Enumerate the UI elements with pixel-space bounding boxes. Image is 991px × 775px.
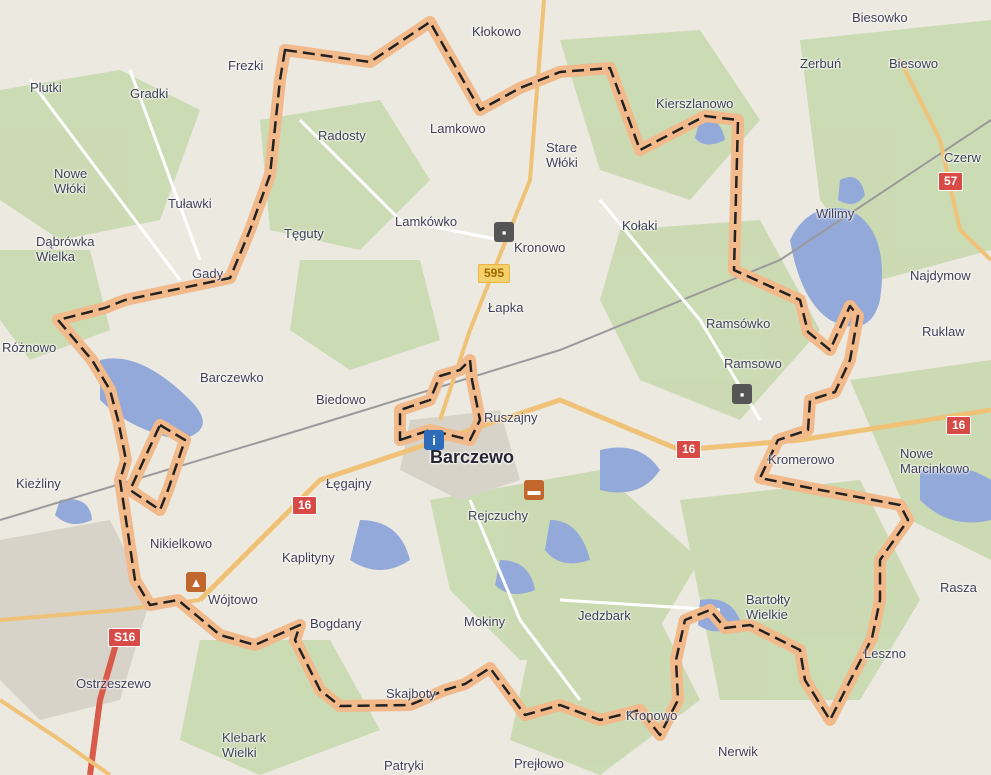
place-label-klebark_maly: Kieżliny	[16, 476, 61, 491]
road-shield-r16c: 16	[292, 496, 318, 515]
place-label-wilimy: Wilimy	[816, 206, 855, 221]
place-label-biesowko: Biesowko	[852, 10, 908, 25]
place-label-lamkowo: Lamkowo	[430, 121, 486, 136]
info-icon[interactable]: i	[424, 430, 444, 450]
commune-boundary	[52, 16, 914, 741]
place-label-ruklawki: Ruklaw	[922, 324, 965, 339]
place-label-klokowo: Kłokowo	[472, 24, 522, 39]
place-label-jedzbark: Jedzbark	[578, 608, 631, 623]
place-label-najdymowo: Najdymow	[910, 268, 971, 283]
place-label-gradki: Gradki	[130, 86, 169, 101]
lakes	[55, 119, 991, 632]
place-label-legajny: Łęgajny	[326, 476, 372, 491]
road-shield-r57: 57	[938, 172, 964, 191]
place-label-tulawki: Tuławki	[168, 196, 212, 211]
place-label-ramsowko: Ramsówko	[706, 316, 771, 331]
place-label-skajboty: Skajboty	[386, 686, 436, 701]
road-shield-r595: 595	[478, 264, 511, 283]
place-label-prejlowo: Prejłowo	[514, 756, 564, 771]
place-label-lamkowko: Lamkówko	[395, 214, 458, 229]
place-label-kolaki: Kołaki	[622, 218, 658, 233]
place-label-klonowo: Kronowo	[514, 240, 566, 255]
place-label-nerwik: Nerwik	[718, 744, 758, 759]
road-shield-r16b: 16	[946, 416, 972, 435]
place-label-gady: Gady	[192, 266, 224, 281]
place-label-frezki: Frezki	[228, 58, 264, 73]
place-label-radosty: Radosty	[318, 128, 366, 143]
place-label-kromerowo: Kromerowo	[768, 452, 835, 467]
place-label-teguty: Tęguty	[284, 226, 324, 241]
place-label-barczewko: Barczewko	[200, 370, 264, 385]
place-label-czerw: Czerw	[944, 150, 981, 165]
place-label-kaplityny: Kaplityny	[282, 550, 335, 565]
place-label-ramsowo: Ramsowo	[724, 356, 782, 371]
place-label-wojtowo: Wójtowo	[208, 592, 258, 607]
forest-areas	[0, 20, 991, 775]
place-label-ostrzeszewo: Ostrzeszewo	[76, 676, 152, 691]
camp-icon[interactable]: ▲	[186, 572, 206, 592]
place-label-plutki: Plutki	[30, 80, 62, 95]
place-label-kronowko: Kronowo	[626, 708, 678, 723]
place-label-rejczuchy: Rejczuchy	[468, 508, 528, 523]
place-label-leszno: Leszno	[864, 646, 906, 661]
road-shield-rs16: S16	[108, 628, 142, 647]
place-label-mokiny: Mokiny	[464, 614, 506, 629]
railway-line	[0, 119, 991, 521]
place-label-bogdany: Bogdany	[310, 616, 362, 631]
place-label-roznowo: Różnowo	[2, 340, 57, 355]
rail-station-icon[interactable]: ▪	[732, 384, 752, 404]
place-label-barczewo: Barczewo	[430, 447, 515, 467]
place-label-biedowo: Biedowo	[316, 392, 366, 407]
road-shield-r16a: 16	[676, 440, 702, 459]
place-label-patryki: Patryki	[384, 758, 424, 773]
place-label-zerbun: Zerbuń	[800, 56, 842, 71]
place-label-kierszlanowo: Kierszlanowo	[656, 96, 734, 111]
attraction-icon[interactable]: ▬	[524, 480, 544, 500]
place-label-biesowo: Biesowo	[889, 56, 939, 71]
place-label-raszag: Rasza	[940, 580, 977, 595]
rail-station-icon[interactable]: ▪	[494, 222, 514, 242]
place-label-ruszajny: Ruszajny	[484, 410, 538, 425]
place-label-nikielkowo: Nikielkowo	[150, 536, 213, 551]
place-label-lapka: Łapka	[488, 300, 524, 315]
